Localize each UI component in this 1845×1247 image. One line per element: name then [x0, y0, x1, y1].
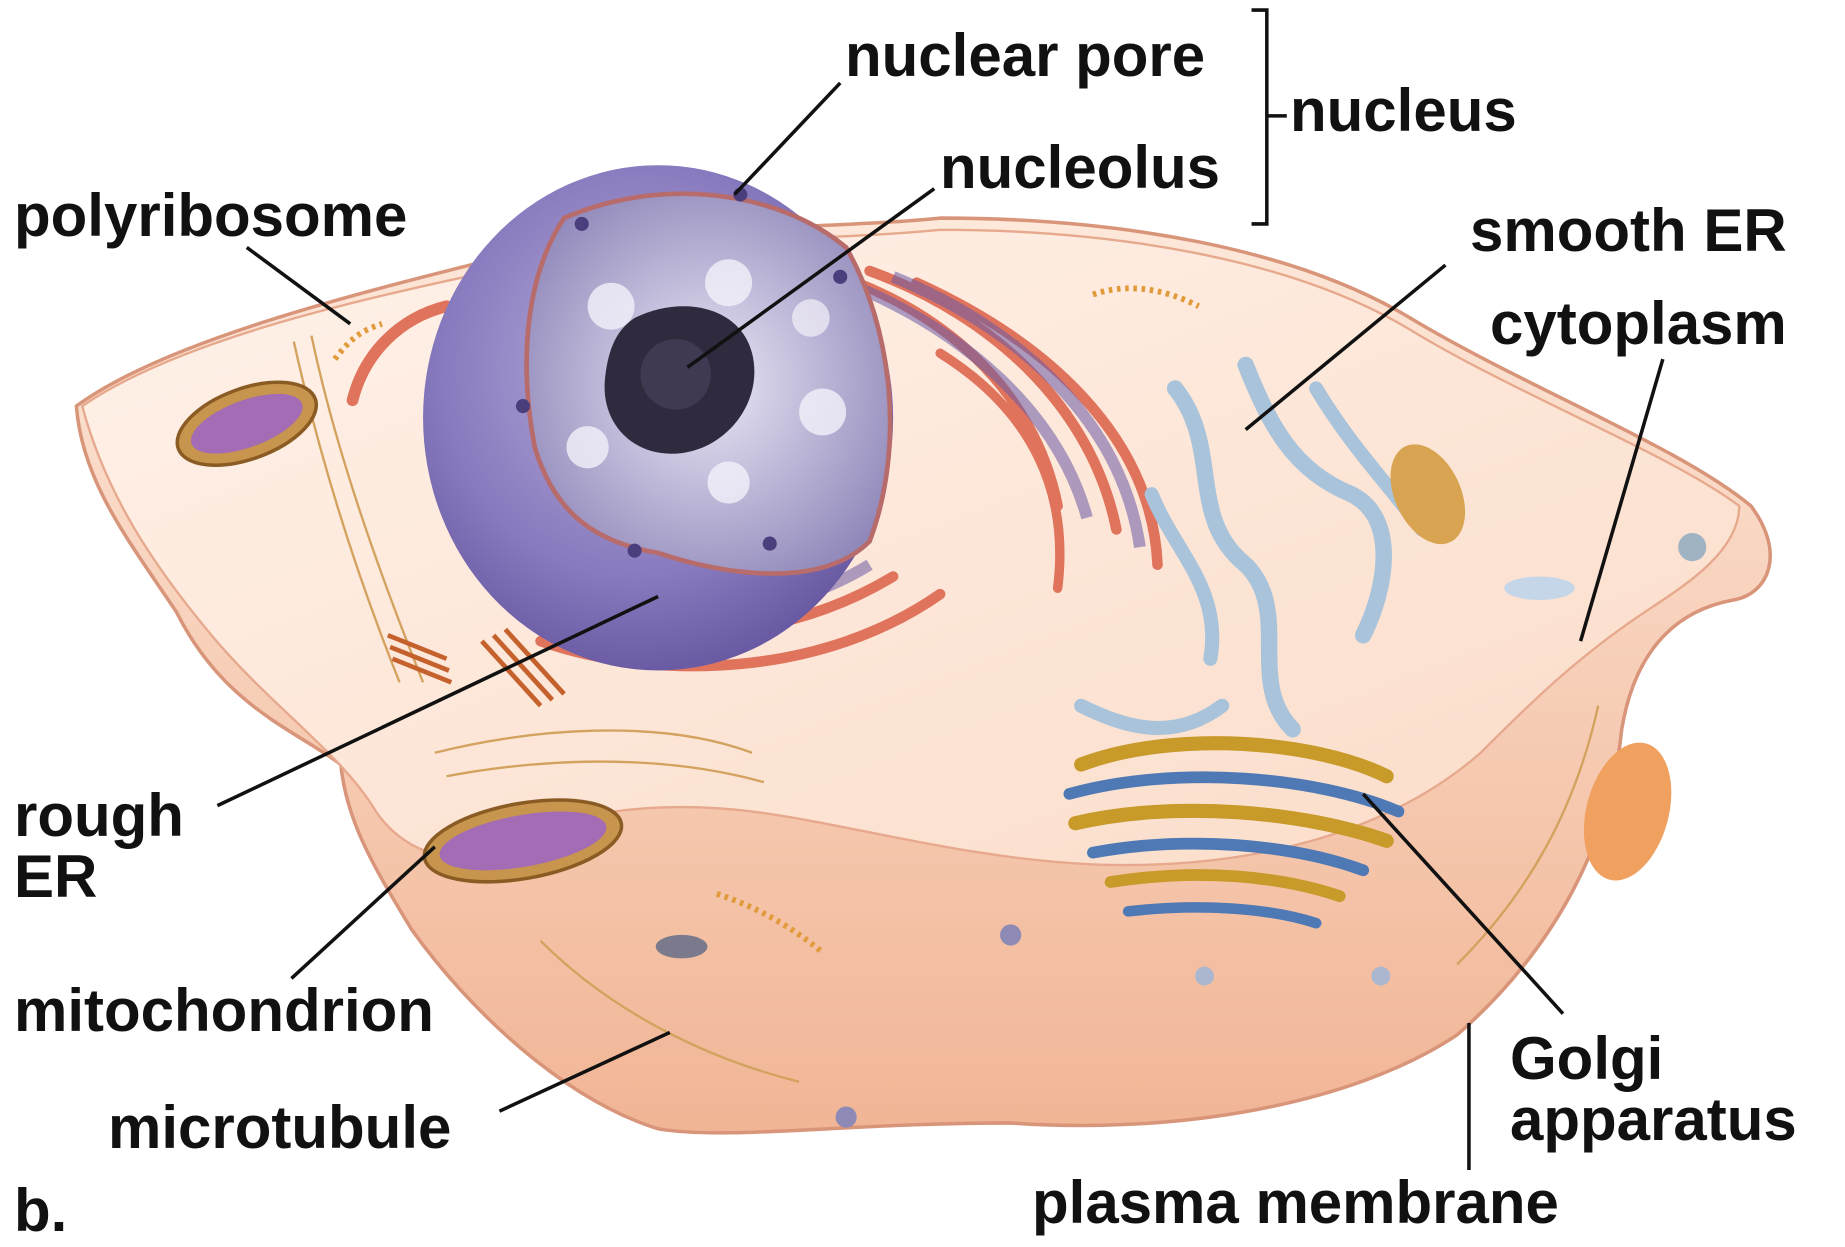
label-golgi-apparatus: Golgi apparatus [1510, 1028, 1797, 1150]
label-nuclear-pore: nuclear pore [845, 25, 1205, 86]
label-cytoplasm: cytoplasm [1490, 293, 1787, 354]
nucleus-bracket-icon [1252, 10, 1287, 224]
label-nucleolus: nucleolus [940, 137, 1220, 198]
label-rough-er: rough ER [14, 785, 184, 907]
panel-letter: b. [14, 1180, 67, 1241]
label-smooth-er: smooth ER [1470, 200, 1787, 261]
label-nucleus: nucleus [1290, 80, 1517, 141]
label-mitochondrion: mitochondrion [14, 980, 434, 1041]
label-microtubule: microtubule [108, 1097, 451, 1158]
label-plasma-membrane: plasma membrane [1032, 1172, 1559, 1233]
label-polyribosome: polyribosome [14, 185, 407, 246]
leader-line-nuclear-pore [734, 83, 840, 195]
